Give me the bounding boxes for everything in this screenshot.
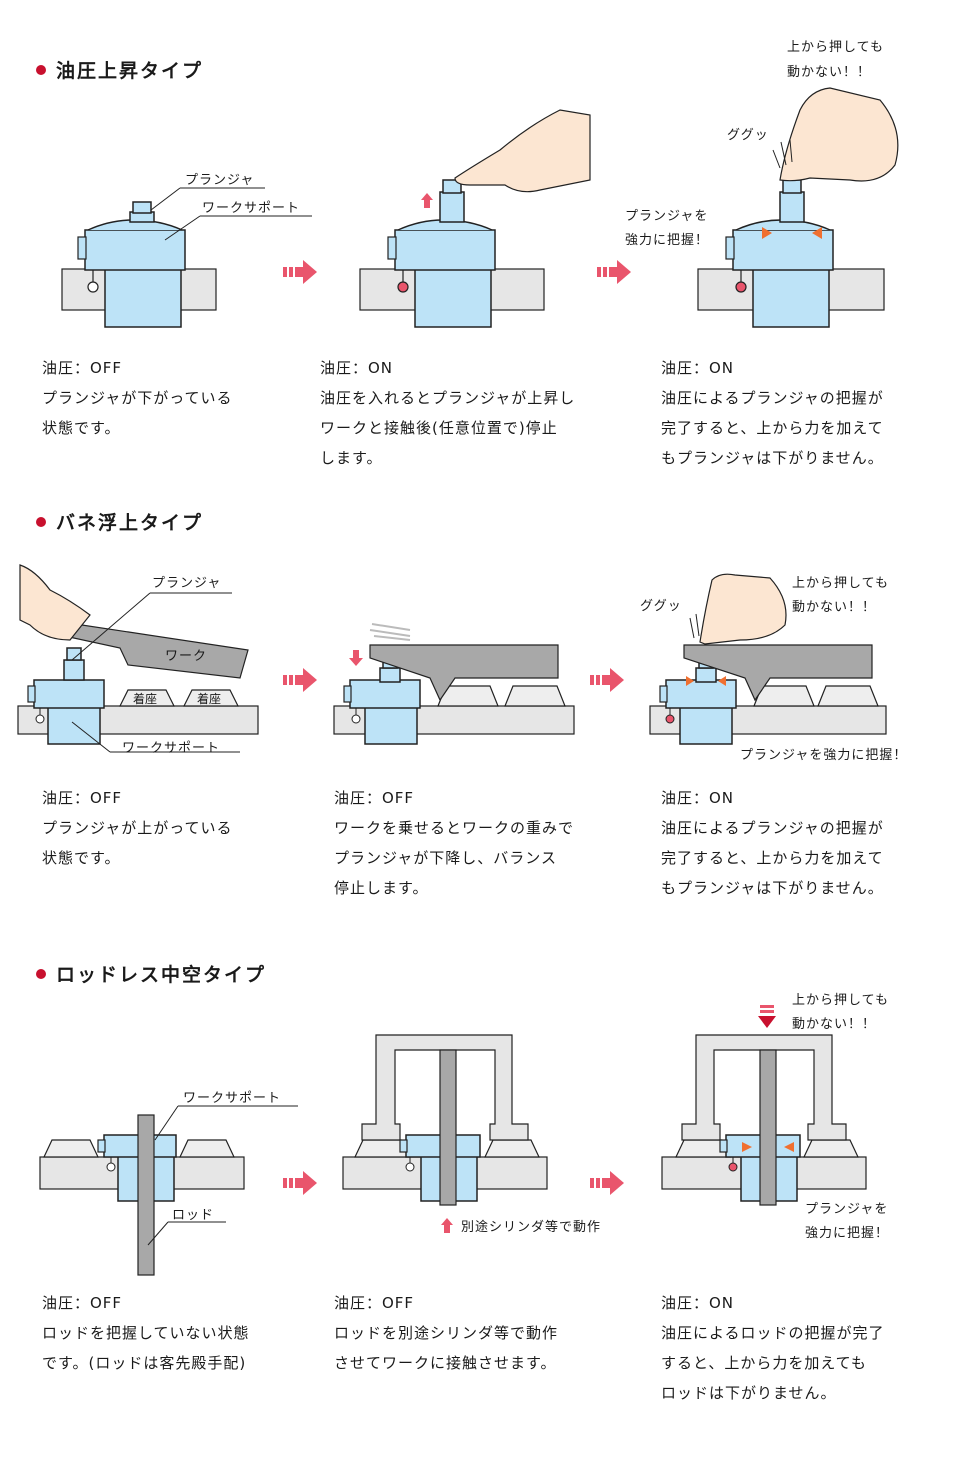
s2-panel1-diagram: 着座 着座 プランジャ ワーク ワークサポート xyxy=(17,564,259,756)
section-title-3-text: ロッドレス中空タイプ xyxy=(56,964,267,986)
s1-label-plunger: プランジャ xyxy=(185,173,254,188)
s1-step2-description: 油圧：ON 油圧を入れるとプランジャが上昇し ワークと接触後(任意位置で)停止 … xyxy=(320,353,575,473)
desc-line: 油圧：OFF xyxy=(334,789,415,807)
s1-label-work-support: ワークサポート xyxy=(202,201,300,216)
s2-label-no-move-2: 動かない！！ xyxy=(792,600,876,615)
s2-flow-arrow-2 xyxy=(590,668,624,692)
desc-line: 状態です。 xyxy=(42,419,121,437)
desc-line: もプランジャは下がりません。 xyxy=(661,449,884,467)
desc-line: 状態です。 xyxy=(42,849,121,867)
section-title-2: バネ浮上タイプ xyxy=(36,508,203,535)
s3-panel3-diagram: 上から押しても 動かない！！ プランジャを 強力に把握！ xyxy=(661,993,889,1241)
s3-step1-description: 油圧：OFF ロッドを把握していない状態 です。(ロッドは客先殿手配) xyxy=(42,1288,250,1378)
s2-label-work: ワーク xyxy=(165,649,207,664)
desc-line: 完了すると、上から力を加えて xyxy=(661,419,884,437)
s1-step1-description: 油圧：OFF プランジャが下がっている 状態です。 xyxy=(42,353,233,443)
s2-label-plunger: プランジャ xyxy=(152,576,221,591)
desc-line: ロッドを把握していない状態 xyxy=(42,1324,250,1342)
section-title-3: ロッドレス中空タイプ xyxy=(36,960,266,987)
s3-label-no-move-1: 上から押しても xyxy=(792,993,889,1008)
desc-line: 油圧を入れるとプランジャが上昇し xyxy=(320,389,576,407)
s3-label-grip-1: プランジャを xyxy=(805,1202,888,1217)
desc-line: 停止します。 xyxy=(334,879,429,897)
desc-line: もプランジャは下がりません。 xyxy=(661,879,884,897)
desc-line: 油圧：OFF xyxy=(42,359,123,377)
s2-label-seat-1: 着座 xyxy=(133,691,157,706)
desc-line: 油圧によるロッドの把握が完了 xyxy=(661,1324,885,1342)
s1-label-no-move-1: 上から押しても xyxy=(787,40,884,55)
desc-line: です。(ロッドは客先殿手配) xyxy=(42,1354,247,1372)
s2-step2-description: 油圧：OFF ワークを乗せるとワークの重みで プランジャが下降し、バランス 停止… xyxy=(334,783,574,903)
s2-flow-arrow-1 xyxy=(283,668,317,692)
desc-line: ロッドは下がりません。 xyxy=(661,1384,837,1402)
s1-label-guggu: ググッ xyxy=(727,128,769,143)
s1-label-grip-2: 強力に把握！ xyxy=(625,233,709,248)
s3-step3-description: 油圧：ON 油圧によるロッドの把握が完了 すると、上から力を加えても ロッドは下… xyxy=(661,1288,885,1408)
desc-line: ワークを乗せるとワークの重みで xyxy=(334,819,575,837)
section-title-1-text: 油圧上昇タイプ xyxy=(56,60,204,82)
desc-line: 油圧：ON xyxy=(320,359,394,377)
s3-label-grip-2: 強力に把握！ xyxy=(805,1226,889,1241)
s1-label-no-move-2: 動かない！！ xyxy=(787,65,871,80)
s1-panel2-diagram xyxy=(359,109,591,328)
s2-step3-description: 油圧：ON 油圧によるプランジャの把握が 完了すると、上から力を加えて もプラン… xyxy=(661,783,884,903)
desc-line: プランジャが下降し、バランス xyxy=(334,849,557,867)
s1-flow-arrow-2 xyxy=(597,260,631,284)
desc-line: 油圧：OFF xyxy=(42,789,123,807)
s2-panel2-diagram xyxy=(333,623,575,745)
desc-line: 完了すると、上から力を加えて xyxy=(661,849,884,867)
s2-label-guggu: ググッ xyxy=(640,599,682,614)
s3-flow-arrow-2 xyxy=(590,1171,624,1195)
s3-panel2-diagram: 別途シリンダ等で動作 xyxy=(342,1034,601,1235)
s1-panel1-diagram: プランジャ ワークサポート xyxy=(61,173,312,328)
desc-line: 油圧：OFF xyxy=(42,1294,123,1312)
bullet-dot-icon xyxy=(36,968,46,979)
s3-flow-arrow-1 xyxy=(283,1171,317,1195)
s1-panel3-diagram: ググッ 上から押しても 動かない！！ プランジャを 強力に把握！ xyxy=(625,40,899,328)
desc-line: させてワークに接触させます。 xyxy=(334,1354,557,1372)
section-title-1: 油圧上昇タイプ xyxy=(36,56,203,83)
s2-label-no-move-1: 上から押しても xyxy=(792,576,889,591)
desc-line: 油圧：OFF xyxy=(334,1294,415,1312)
desc-line: ロッドを別途シリンダ等で動作 xyxy=(334,1324,559,1342)
desc-line: プランジャが上がっている xyxy=(42,819,233,837)
desc-line: プランジャが下がっている xyxy=(42,389,233,407)
desc-line: 油圧：ON xyxy=(661,359,735,377)
s2-label-seat-2: 着座 xyxy=(197,691,221,706)
s2-label-work-support: ワークサポート xyxy=(122,741,220,756)
s2-panel3-diagram: ググッ 上から押しても 動かない！！ プランジャを強力に把握！ xyxy=(640,573,907,763)
s3-label-no-move-2: 動かない！！ xyxy=(792,1017,876,1032)
s2-step1-description: 油圧：OFF プランジャが上がっている 状態です。 xyxy=(42,783,233,873)
s1-flow-arrow-1 xyxy=(283,260,317,284)
desc-line: ワークと接触後(任意位置で)停止 xyxy=(320,419,558,437)
s3-step2-description: 油圧：OFF ロッドを別途シリンダ等で動作 させてワークに接触させます。 xyxy=(334,1288,558,1378)
desc-line: します。 xyxy=(320,449,383,467)
s3-label-rod: ロッド xyxy=(172,1208,214,1223)
section-title-2-text: バネ浮上タイプ xyxy=(56,512,204,534)
s3-label-work-support: ワークサポート xyxy=(183,1091,281,1106)
s3-label-separate-cylinder: 別途シリンダ等で動作 xyxy=(461,1219,601,1235)
bullet-dot-icon xyxy=(36,516,46,527)
s1-step3-description: 油圧：ON 油圧によるプランジャの把握が 完了すると、上から力を加えて もプラン… xyxy=(661,353,884,473)
desc-line: すると、上から力を加えても xyxy=(661,1354,867,1372)
s2-label-grip: プランジャを強力に把握！ xyxy=(740,748,907,763)
desc-line: 油圧によるプランジャの把握が xyxy=(661,389,884,407)
s1-label-grip-1: プランジャを xyxy=(625,209,708,224)
bullet-dot-icon xyxy=(36,64,46,75)
desc-line: 油圧：ON xyxy=(661,1294,735,1312)
desc-line: 油圧によるプランジャの把握が xyxy=(661,819,884,837)
s3-panel1-diagram: ワークサポート ロッド xyxy=(39,1091,298,1276)
desc-line: 油圧：ON xyxy=(661,789,735,807)
